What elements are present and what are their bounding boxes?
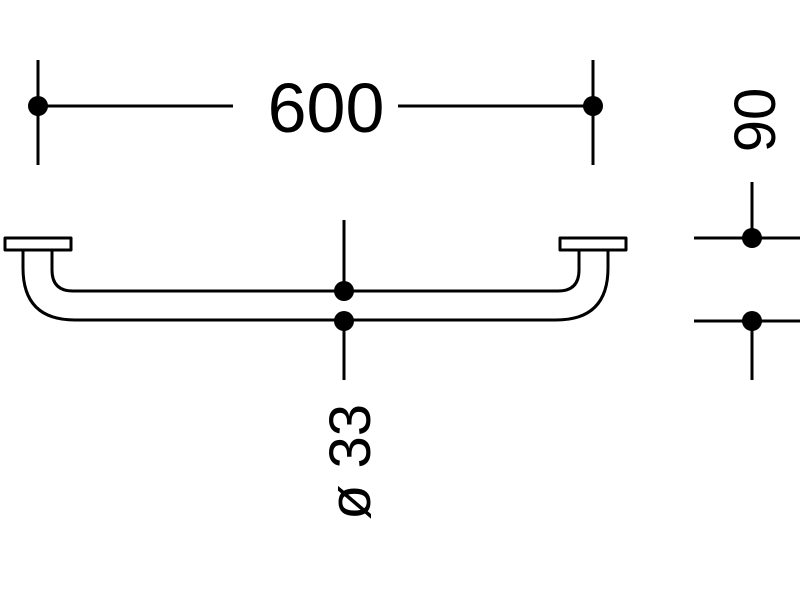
length-dot-left bbox=[28, 96, 48, 116]
wall-flange-left bbox=[3, 236, 73, 252]
length-dimension-label: 600 bbox=[268, 69, 385, 147]
length-dot-right bbox=[583, 96, 603, 116]
offset-dimension-label: 90 bbox=[723, 88, 788, 153]
diameter-dimension-label: ø 33 bbox=[318, 404, 383, 520]
offset-dot-bottom bbox=[742, 311, 762, 331]
offset-dimension bbox=[694, 182, 800, 380]
grab-bar bbox=[3, 236, 628, 322]
diameter-dot-bottom bbox=[334, 311, 354, 331]
diameter-dot-top bbox=[334, 281, 354, 301]
bar-outer-edge bbox=[21, 250, 610, 322]
wall-flange-right bbox=[558, 236, 628, 252]
bar-inner-edge bbox=[50, 250, 581, 293]
offset-dot-top bbox=[742, 228, 762, 248]
